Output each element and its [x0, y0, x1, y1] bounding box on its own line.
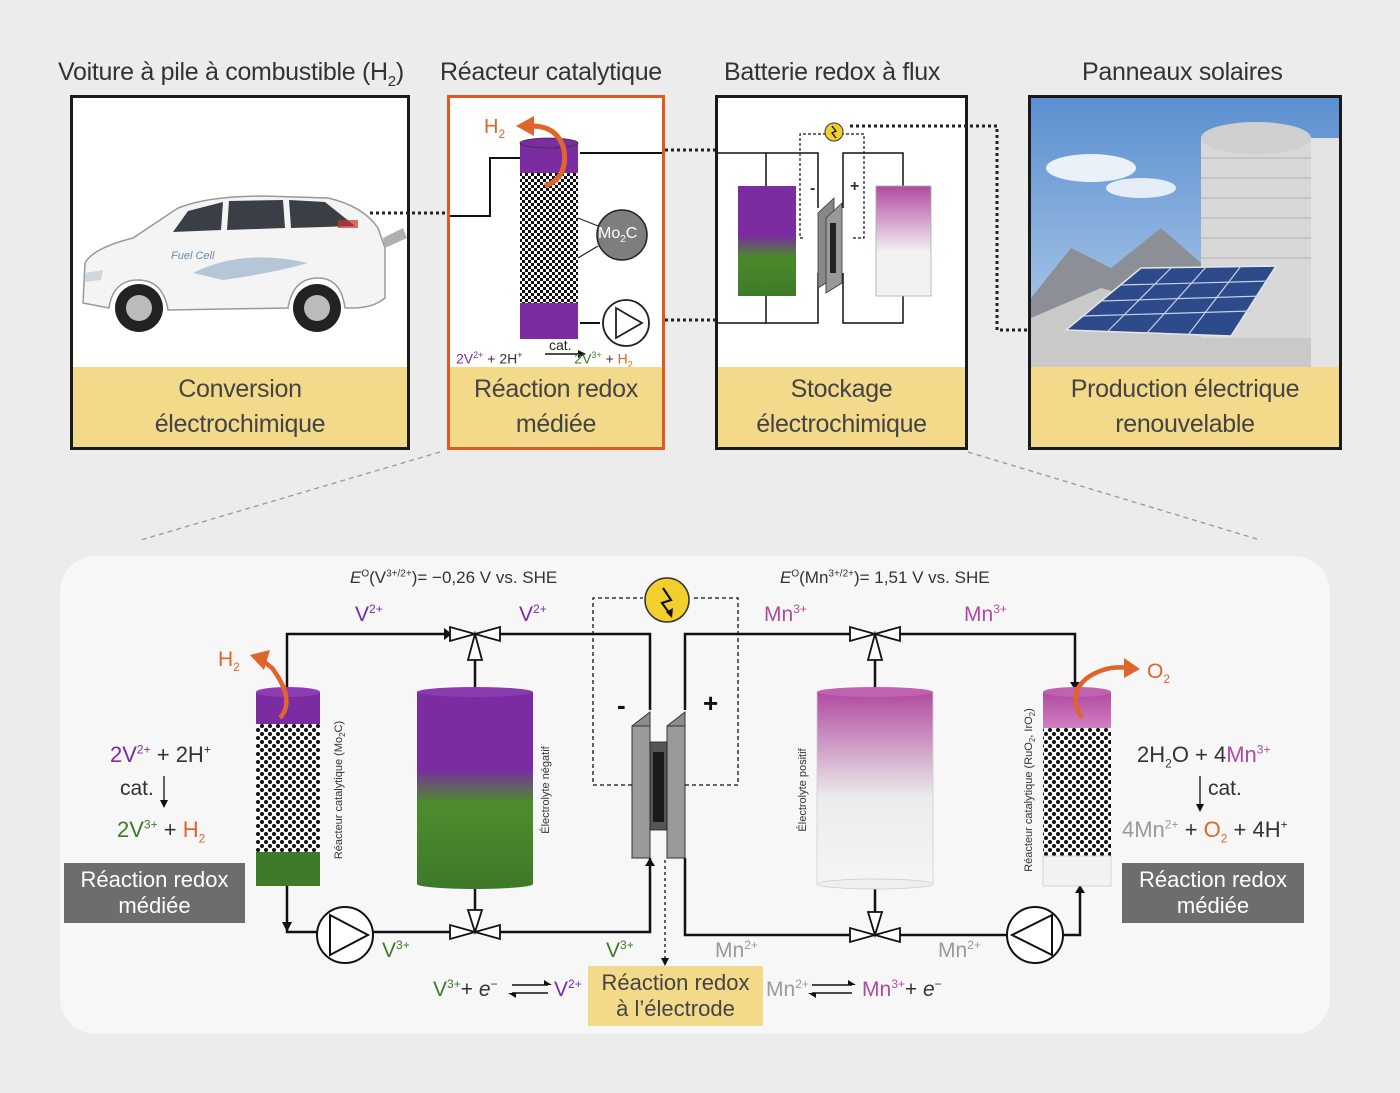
title-solar: Panneaux solaires	[1082, 58, 1283, 86]
label-v3-pump: V3+	[382, 938, 410, 962]
vlabel-right-reactor: Réacteur catalytique (RuO2, IrO2)	[1022, 708, 1038, 872]
catalyst-label: Mo2C	[598, 225, 638, 246]
right-equation-line1: 2H2O + 4Mn3+	[1137, 742, 1271, 771]
reactor-cat: cat.	[549, 337, 572, 353]
label-h2-gas: H2	[218, 648, 240, 675]
car-badge: Fuel Cell	[171, 250, 215, 262]
reactor-equation: 2V2+ + 2H+ 2V3+ + H2	[456, 350, 633, 370]
vlabel-positive-electrolyte: Électrolyte positif	[797, 748, 809, 832]
reactor-diagram	[450, 116, 662, 358]
right-equation-cat: cat.	[1208, 777, 1242, 800]
label-mn3-left: Mn3+	[764, 602, 807, 626]
electrode-eq-vanadium-product: V2+	[554, 977, 582, 1001]
title-car: Voiture à pile à combustible (H2)	[58, 58, 404, 90]
title-battery: Batterie redox à flux	[724, 58, 941, 86]
electrode-eq-manganese-product: Mn3++ e−	[862, 977, 942, 1001]
cell-plus-sign: +	[703, 688, 719, 718]
potential-vanadium: EO(V3+/2+)= −0,26 V vs. SHE	[350, 568, 558, 587]
electrode-eq-vanadium: V3++ e−	[433, 977, 498, 1001]
car-image	[82, 195, 407, 332]
vlabel-negative-electrolyte: Électrolyte négatif	[540, 746, 552, 834]
label-v3-cell: V3+	[606, 938, 634, 962]
label-v2-right: V2+	[519, 602, 547, 626]
title-reactor: Réacteur catalytique	[440, 58, 662, 86]
potential-manganese: EO(Mn3+/2+)= 1,51 V vs. SHE	[780, 568, 990, 587]
right-equation-line2: 4Mn2+ + O2 + 4H+	[1122, 817, 1288, 846]
battery-minus: -	[810, 180, 816, 197]
reactor-h2: H2	[484, 116, 506, 141]
label-v2-left: V2+	[355, 602, 383, 626]
label-o2-gas: O2	[1147, 660, 1171, 687]
label-mn2-cell: Mn2+	[715, 938, 758, 962]
solar-image	[1031, 98, 1339, 373]
left-equation-cat: cat.	[120, 777, 154, 800]
label-mn3-right: Mn3+	[964, 602, 1007, 626]
panel-reactor: H2 Mo2C cat. 2V2+ + 2H+ 2V3+ + H2 Réacti…	[447, 95, 665, 450]
cell-minus-sign: -	[617, 690, 626, 720]
label-mn2-pump: Mn2+	[938, 938, 981, 962]
left-equation-line1: 2V2+ + 2H+	[110, 742, 211, 767]
vlabel-left-reactor: Réacteur catalytique (Mo2C)	[332, 720, 348, 860]
left-equation-line2: 2V3+ + H2	[117, 817, 206, 846]
electrode-eq-manganese: Mn2+	[766, 977, 809, 1001]
